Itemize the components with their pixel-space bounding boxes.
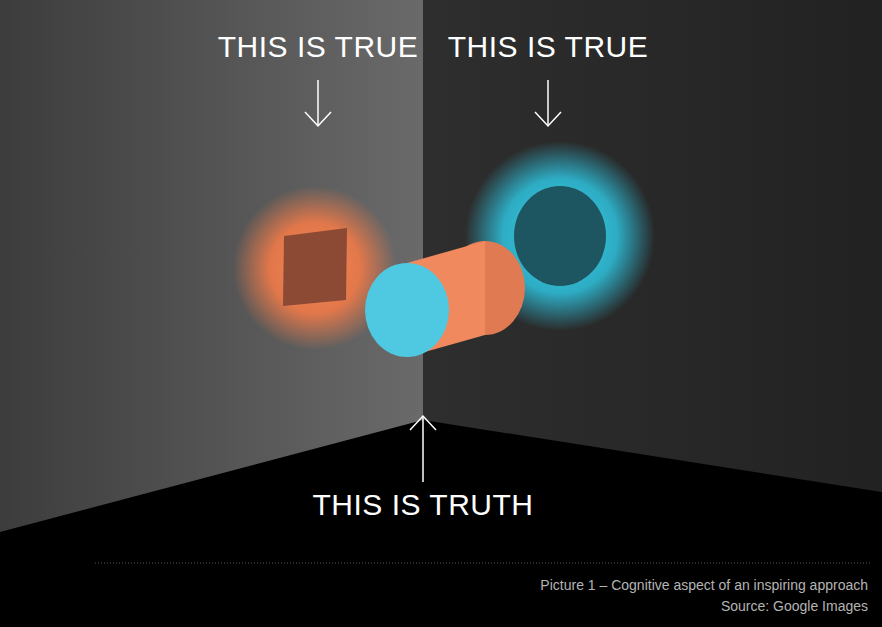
source-note: Source: Google Images bbox=[721, 598, 868, 614]
pointer-label: THIS IS TRUE bbox=[448, 30, 648, 64]
cylinder bbox=[365, 241, 525, 357]
right-wall bbox=[423, 0, 882, 492]
pointer-label: THIS IS TRUE bbox=[218, 30, 418, 64]
square-shadow bbox=[283, 228, 347, 306]
circle-shadow bbox=[514, 186, 606, 286]
figure-caption: Picture 1 – Cognitive aspect of an inspi… bbox=[540, 577, 868, 593]
pointer-arrows bbox=[305, 80, 561, 482]
left-wall bbox=[0, 0, 423, 532]
caption-rule bbox=[95, 563, 870, 564]
pointer-label: THIS IS TRUTH bbox=[313, 488, 534, 522]
